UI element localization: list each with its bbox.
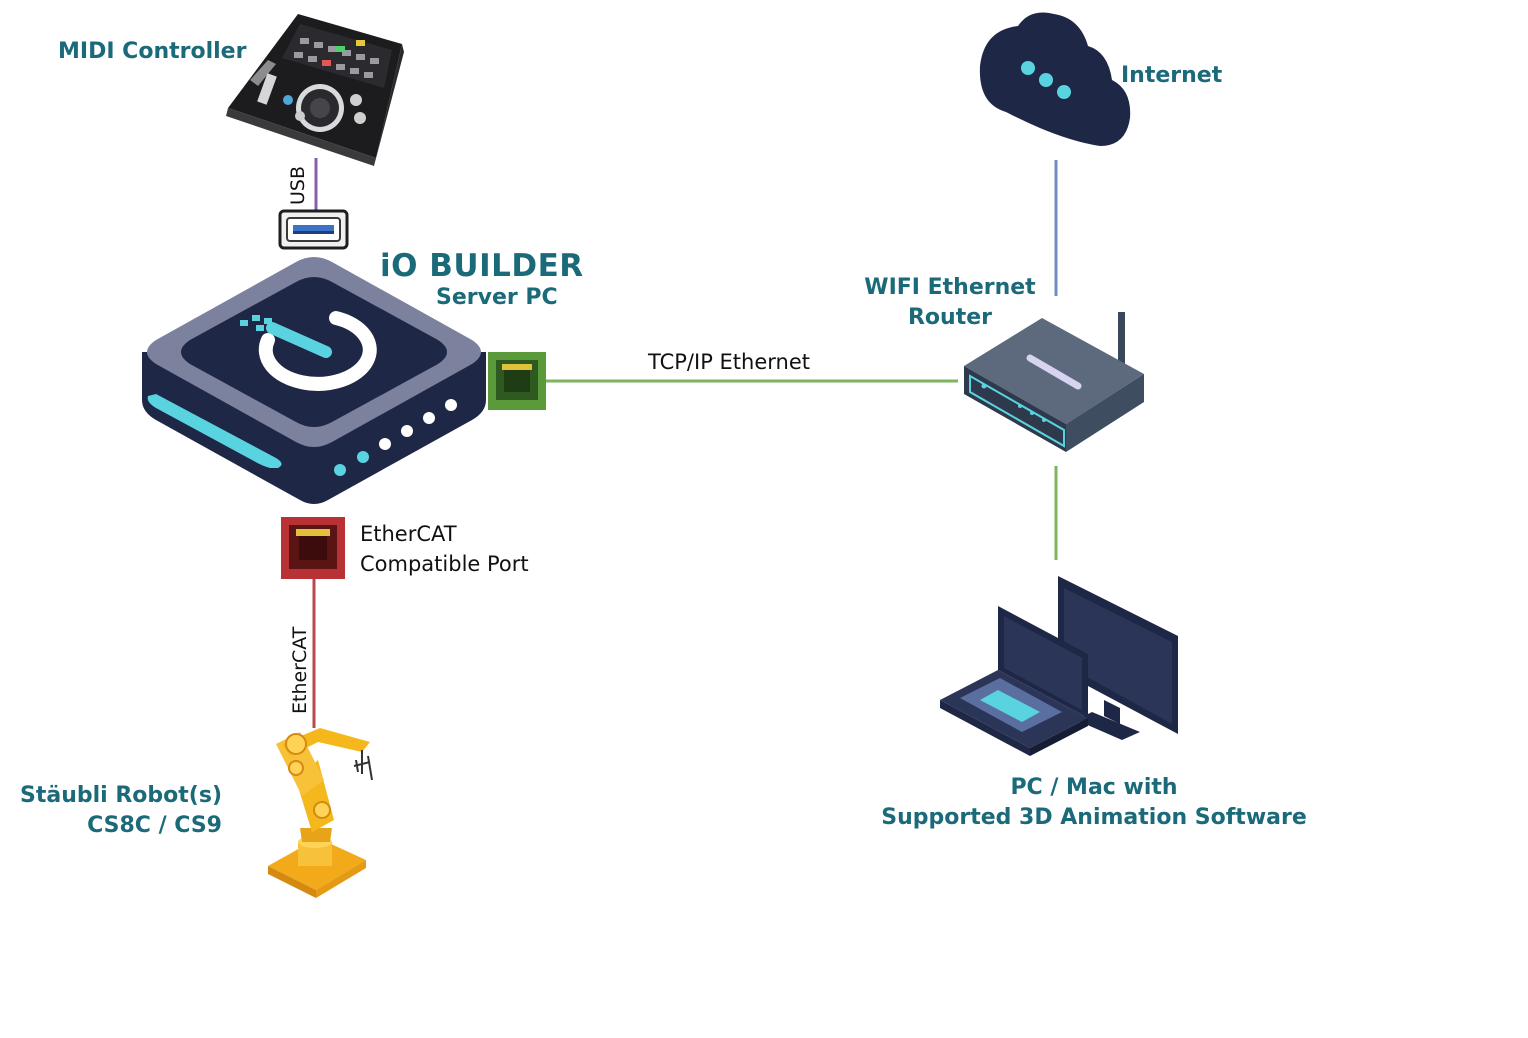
robot-arm-icon: [268, 728, 373, 898]
server-pc-icon: [142, 257, 486, 504]
midi-controller-icon: [226, 14, 404, 166]
workstation-icon: [940, 576, 1178, 756]
internet-label: Internet: [1121, 63, 1223, 88]
ethercat-port-icon: [281, 517, 345, 579]
usb-port-icon: [278, 209, 349, 250]
midi-controller-label: MIDI Controller: [58, 39, 247, 64]
io-builder-brand: iO BUILDER: [380, 248, 584, 284]
robot-label-line2: CS8C / CS9: [87, 813, 222, 838]
usb-label: USB: [287, 165, 309, 205]
workstation-label-line2: Supported 3D Animation Software: [881, 805, 1307, 830]
ethernet-port-icon: [488, 352, 546, 410]
ethercat-port-label-line1: EtherCAT: [360, 522, 457, 546]
ethercat-cable-label: EtherCAT: [289, 626, 311, 714]
robot-label-line1: Stäubli Robot(s): [20, 783, 222, 808]
tcpip-ethernet-label: TCP/IP Ethernet: [648, 350, 810, 374]
workstation-label-line1: PC / Mac with: [1010, 775, 1178, 800]
cloud-icon: [979, 12, 1131, 146]
server-pc-label: Server PC: [436, 285, 558, 310]
router-label-line1: WIFI Ethernet: [864, 275, 1036, 300]
router-label-line2: Router: [907, 305, 992, 330]
ethercat-port-label-line2: Compatible Port: [360, 552, 529, 576]
router-icon: [964, 312, 1144, 452]
